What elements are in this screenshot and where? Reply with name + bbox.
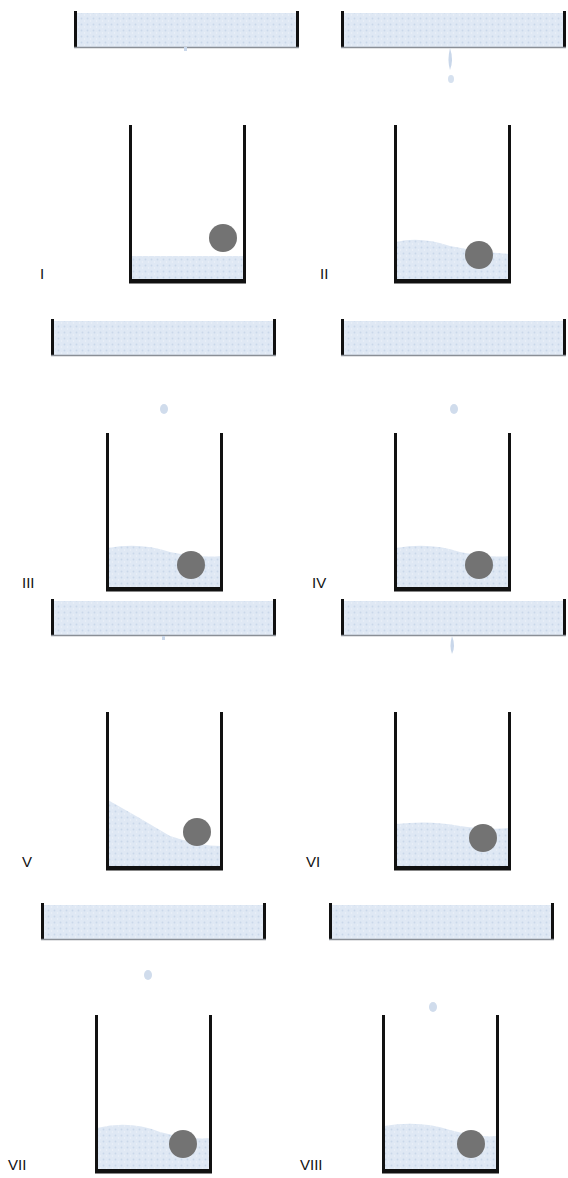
frame-6 (341, 599, 566, 869)
frame-8 (329, 903, 554, 1172)
frame-4 (341, 319, 566, 590)
frame-3 (51, 319, 276, 590)
frame-number: VII (8, 1157, 26, 1172)
frame-number: IV (312, 575, 326, 590)
frame-2 (341, 11, 566, 282)
frame-number: VI (306, 854, 320, 869)
frame-number: III (22, 575, 35, 590)
frame-7 (41, 903, 266, 1172)
frame-number: V (22, 854, 32, 869)
frame-1 (74, 11, 299, 282)
frame-number: II (320, 266, 328, 281)
frame-number: VIII (300, 1157, 323, 1172)
frame-number: I (40, 266, 44, 281)
frame-5 (51, 599, 276, 869)
